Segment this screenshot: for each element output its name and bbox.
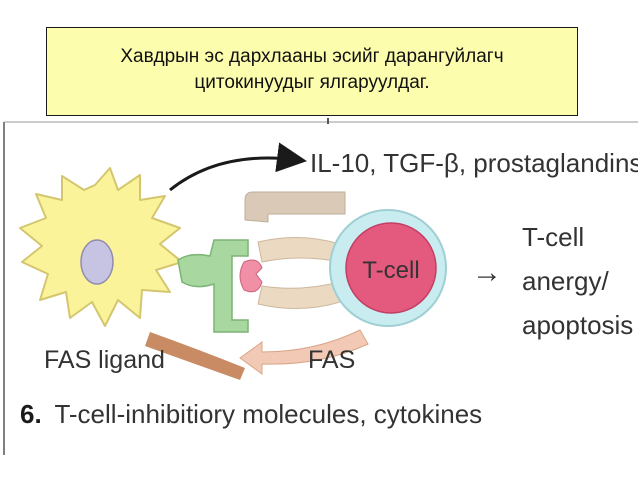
outcome-arrow: → — [472, 256, 502, 289]
secretion-arrow — [169, 142, 307, 192]
caption-line-2: цитокинуудыг ялгаруулдаг. — [194, 72, 430, 93]
tcr-upper-arm — [257, 237, 341, 263]
tumor-nucleus — [80, 239, 114, 285]
bound-ligand — [239, 259, 263, 293]
outcome-line-3: apoptosis — [522, 310, 633, 340]
figure-title-number: 6. — [20, 399, 42, 429]
tumor-receptor — [177, 239, 249, 333]
fas-arrow — [239, 329, 369, 375]
outcome-line-1: T-cell — [522, 222, 584, 252]
tcell-label: T-cell — [362, 257, 419, 284]
secreted-factors-label: IL-10, TGF-β, prostaglandins — [310, 148, 638, 178]
caption-box: Хавдрын эс дархлааны эсийг дарангуйлагч … — [46, 27, 578, 116]
caption-line-1: Хавдрын эс дархлааны эсийг дарангуйлагч — [120, 46, 504, 67]
outcome-line-2: anergy/ — [522, 266, 609, 296]
fas-ligand-label: FAS ligand — [44, 346, 165, 374]
fas-ligand-arrow — [145, 332, 245, 380]
tcr-lower-arm — [257, 281, 341, 309]
fas-label: FAS — [308, 346, 355, 374]
figure-title-text: T-cell-inhibitiory molecules, cytokines — [54, 399, 482, 429]
figure-title: 6. T-cell-inhibitiory molecules, cytokin… — [20, 399, 482, 429]
upper-inhibitory-bar — [244, 191, 346, 223]
tcell-core — [345, 222, 437, 314]
